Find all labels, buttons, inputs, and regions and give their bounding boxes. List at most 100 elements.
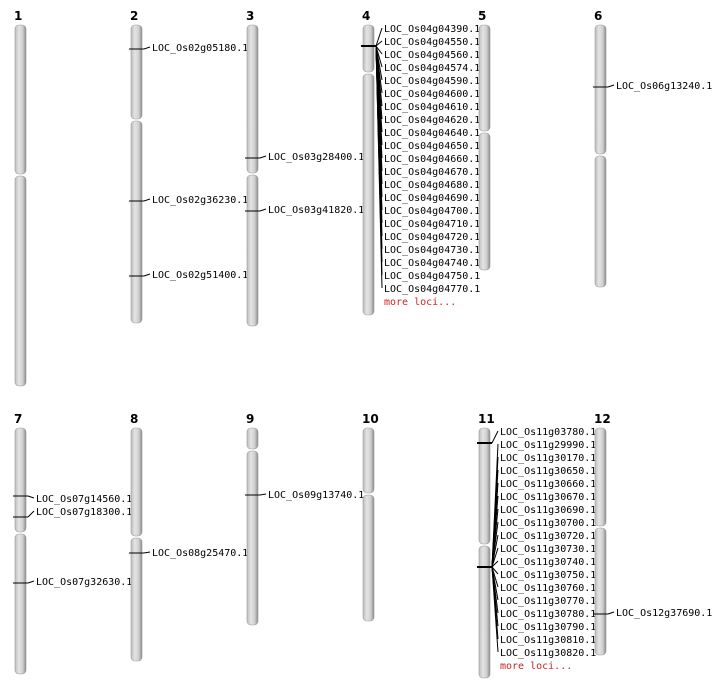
locus-connector bbox=[259, 155, 267, 159]
locus-label[interactable]: LOC_Os11g30770.1 bbox=[500, 596, 596, 607]
locus-label[interactable]: LOC_Os07g14560.1 bbox=[36, 494, 132, 505]
locus-label[interactable]: LOC_Os06g13240.1 bbox=[616, 81, 712, 92]
locus-connector bbox=[491, 566, 499, 653]
locus-label[interactable]: LOC_Os04g04750.1 bbox=[384, 271, 480, 282]
chromosome-arm-short[interactable] bbox=[594, 427, 607, 527]
chromosome-number: 9 bbox=[246, 412, 254, 426]
locus-connector bbox=[27, 580, 35, 584]
locus-label[interactable]: LOC_Os07g32630.1 bbox=[36, 577, 132, 588]
locus-connector bbox=[607, 611, 615, 615]
locus-label[interactable]: LOC_Os04g04590.1 bbox=[384, 76, 480, 87]
chromosome-number: 4 bbox=[362, 9, 370, 23]
locus-label[interactable]: LOC_Os04g04730.1 bbox=[384, 245, 480, 256]
chromosome-arm-long[interactable] bbox=[130, 537, 143, 662]
chromosome-arm-long[interactable] bbox=[594, 155, 607, 288]
locus-label[interactable]: LOC_Os11g30780.1 bbox=[500, 609, 596, 620]
locus-connector bbox=[259, 493, 267, 496]
locus-label[interactable]: LOC_Os11g30650.1 bbox=[500, 466, 596, 477]
locus-label[interactable]: LOC_Os11g30690.1 bbox=[500, 505, 596, 516]
locus-label[interactable]: LOC_Os04g04390.1 bbox=[384, 24, 480, 35]
locus-label[interactable]: LOC_Os11g30760.1 bbox=[500, 583, 596, 594]
locus-label[interactable]: LOC_Os11g30740.1 bbox=[500, 557, 596, 568]
locus-label[interactable]: LOC_Os11g30720.1 bbox=[500, 531, 596, 542]
locus-label[interactable]: LOC_Os04g04650.1 bbox=[384, 141, 480, 152]
chromosome-number: 2 bbox=[130, 9, 138, 23]
locus-connector bbox=[143, 46, 151, 50]
locus-label[interactable]: LOC_Os12g37690.1 bbox=[616, 608, 712, 619]
more-loci-link[interactable]: more loci... bbox=[500, 661, 572, 672]
chromosome-arm-short[interactable] bbox=[14, 427, 27, 533]
locus-label[interactable]: LOC_Os02g51400.1 bbox=[152, 270, 248, 281]
chromosome-arm-long[interactable] bbox=[478, 545, 491, 679]
locus-connector bbox=[491, 566, 499, 575]
locus-label[interactable]: LOC_Os04g04720.1 bbox=[384, 232, 480, 243]
chromosome-arm-long[interactable] bbox=[246, 450, 259, 626]
chromosome-number: 10 bbox=[362, 412, 379, 426]
locus-label[interactable]: LOC_Os11g30790.1 bbox=[500, 622, 596, 633]
locus-label[interactable]: LOC_Os11g30820.1 bbox=[500, 648, 596, 659]
chromosome-arm-long[interactable] bbox=[362, 73, 375, 316]
locus-label[interactable]: LOC_Os04g04600.1 bbox=[384, 89, 480, 100]
chromosome-number: 8 bbox=[130, 412, 138, 426]
locus-label[interactable]: LOC_Os04g04710.1 bbox=[384, 219, 480, 230]
locus-label[interactable]: LOC_Os11g03780.1 bbox=[500, 427, 596, 438]
chromosome-arm-long[interactable] bbox=[594, 527, 607, 656]
locus-label[interactable]: LOC_Os04g04670.1 bbox=[384, 167, 480, 178]
chromosome-number: 7 bbox=[14, 412, 22, 426]
locus-label[interactable]: LOC_Os11g30700.1 bbox=[500, 518, 596, 529]
chromosome-arm-long[interactable] bbox=[478, 132, 491, 271]
locus-label[interactable]: LOC_Os04g04620.1 bbox=[384, 115, 480, 126]
locus-connector bbox=[143, 198, 151, 202]
chromosome-arm-short[interactable] bbox=[14, 24, 27, 175]
locus-label[interactable]: LOC_Os08g25470.1 bbox=[152, 548, 248, 559]
locus-label[interactable]: LOC_Os09g13740.1 bbox=[268, 490, 364, 501]
locus-label[interactable]: LOC_Os03g41820.1 bbox=[268, 205, 364, 216]
locus-label[interactable]: LOC_Os11g30810.1 bbox=[500, 635, 596, 646]
locus-label[interactable]: LOC_Os04g04550.1 bbox=[384, 37, 480, 48]
locus-label[interactable]: LOC_Os11g30170.1 bbox=[500, 453, 596, 464]
chromosome-arm-short[interactable] bbox=[362, 427, 375, 494]
more-loci-link[interactable]: more loci... bbox=[384, 297, 456, 308]
chromosome-number: 3 bbox=[246, 9, 254, 23]
locus-connector bbox=[375, 40, 383, 47]
chromosome-number: 1 bbox=[14, 9, 22, 23]
chromosome-arm-short[interactable] bbox=[246, 24, 259, 174]
locus-connector bbox=[491, 560, 499, 568]
locus-label[interactable]: LOC_Os02g05180.1 bbox=[152, 43, 248, 54]
chromosome-arm-long[interactable] bbox=[14, 533, 27, 675]
locus-label[interactable]: LOC_Os11g29990.1 bbox=[500, 440, 596, 451]
locus-label[interactable]: LOC_Os04g04610.1 bbox=[384, 102, 480, 113]
chromosome-arm-short[interactable] bbox=[130, 24, 143, 120]
locus-connector bbox=[27, 510, 35, 518]
chromosome-arm-short[interactable] bbox=[130, 427, 143, 537]
locus-connector bbox=[491, 547, 499, 568]
locus-connector bbox=[607, 84, 615, 88]
locus-label[interactable]: LOC_Os04g04560.1 bbox=[384, 50, 480, 61]
chromosome-arm-long[interactable] bbox=[362, 494, 375, 622]
locus-label[interactable]: LOC_Os04g04740.1 bbox=[384, 258, 480, 269]
locus-label[interactable]: LOC_Os04g04574.1 bbox=[384, 63, 480, 74]
chromosome-number: 12 bbox=[594, 412, 611, 426]
chromosome-arm-long[interactable] bbox=[130, 120, 143, 324]
chromosome-arm-long[interactable] bbox=[246, 174, 259, 327]
locus-label[interactable]: LOC_Os04g04640.1 bbox=[384, 128, 480, 139]
locus-label[interactable]: LOC_Os11g30730.1 bbox=[500, 544, 596, 555]
locus-label[interactable]: LOC_Os11g30670.1 bbox=[500, 492, 596, 503]
locus-label[interactable]: LOC_Os11g30750.1 bbox=[500, 570, 596, 581]
chromosome-arm-short[interactable] bbox=[478, 24, 491, 132]
locus-label[interactable]: LOC_Os11g30660.1 bbox=[500, 479, 596, 490]
chromosome-arm-short[interactable] bbox=[362, 24, 375, 73]
chromosome-arm-short[interactable] bbox=[246, 427, 259, 450]
chromosome-arm-short[interactable] bbox=[478, 427, 491, 545]
locus-label[interactable]: LOC_Os03g28400.1 bbox=[268, 152, 364, 163]
locus-label[interactable]: LOC_Os04g04660.1 bbox=[384, 154, 480, 165]
locus-label[interactable]: LOC_Os04g04690.1 bbox=[384, 193, 480, 204]
locus-label[interactable]: LOC_Os04g04700.1 bbox=[384, 206, 480, 217]
locus-label[interactable]: LOC_Os07g18300.1 bbox=[36, 507, 132, 518]
chromosome-arm-short[interactable] bbox=[594, 24, 607, 155]
chromosome-arm-long[interactable] bbox=[14, 175, 27, 387]
locus-label[interactable]: LOC_Os04g04770.1 bbox=[384, 284, 480, 295]
locus-label[interactable]: LOC_Os04g04680.1 bbox=[384, 180, 480, 191]
locus-label[interactable]: LOC_Os02g36230.1 bbox=[152, 195, 248, 206]
locus-connector bbox=[375, 45, 383, 289]
